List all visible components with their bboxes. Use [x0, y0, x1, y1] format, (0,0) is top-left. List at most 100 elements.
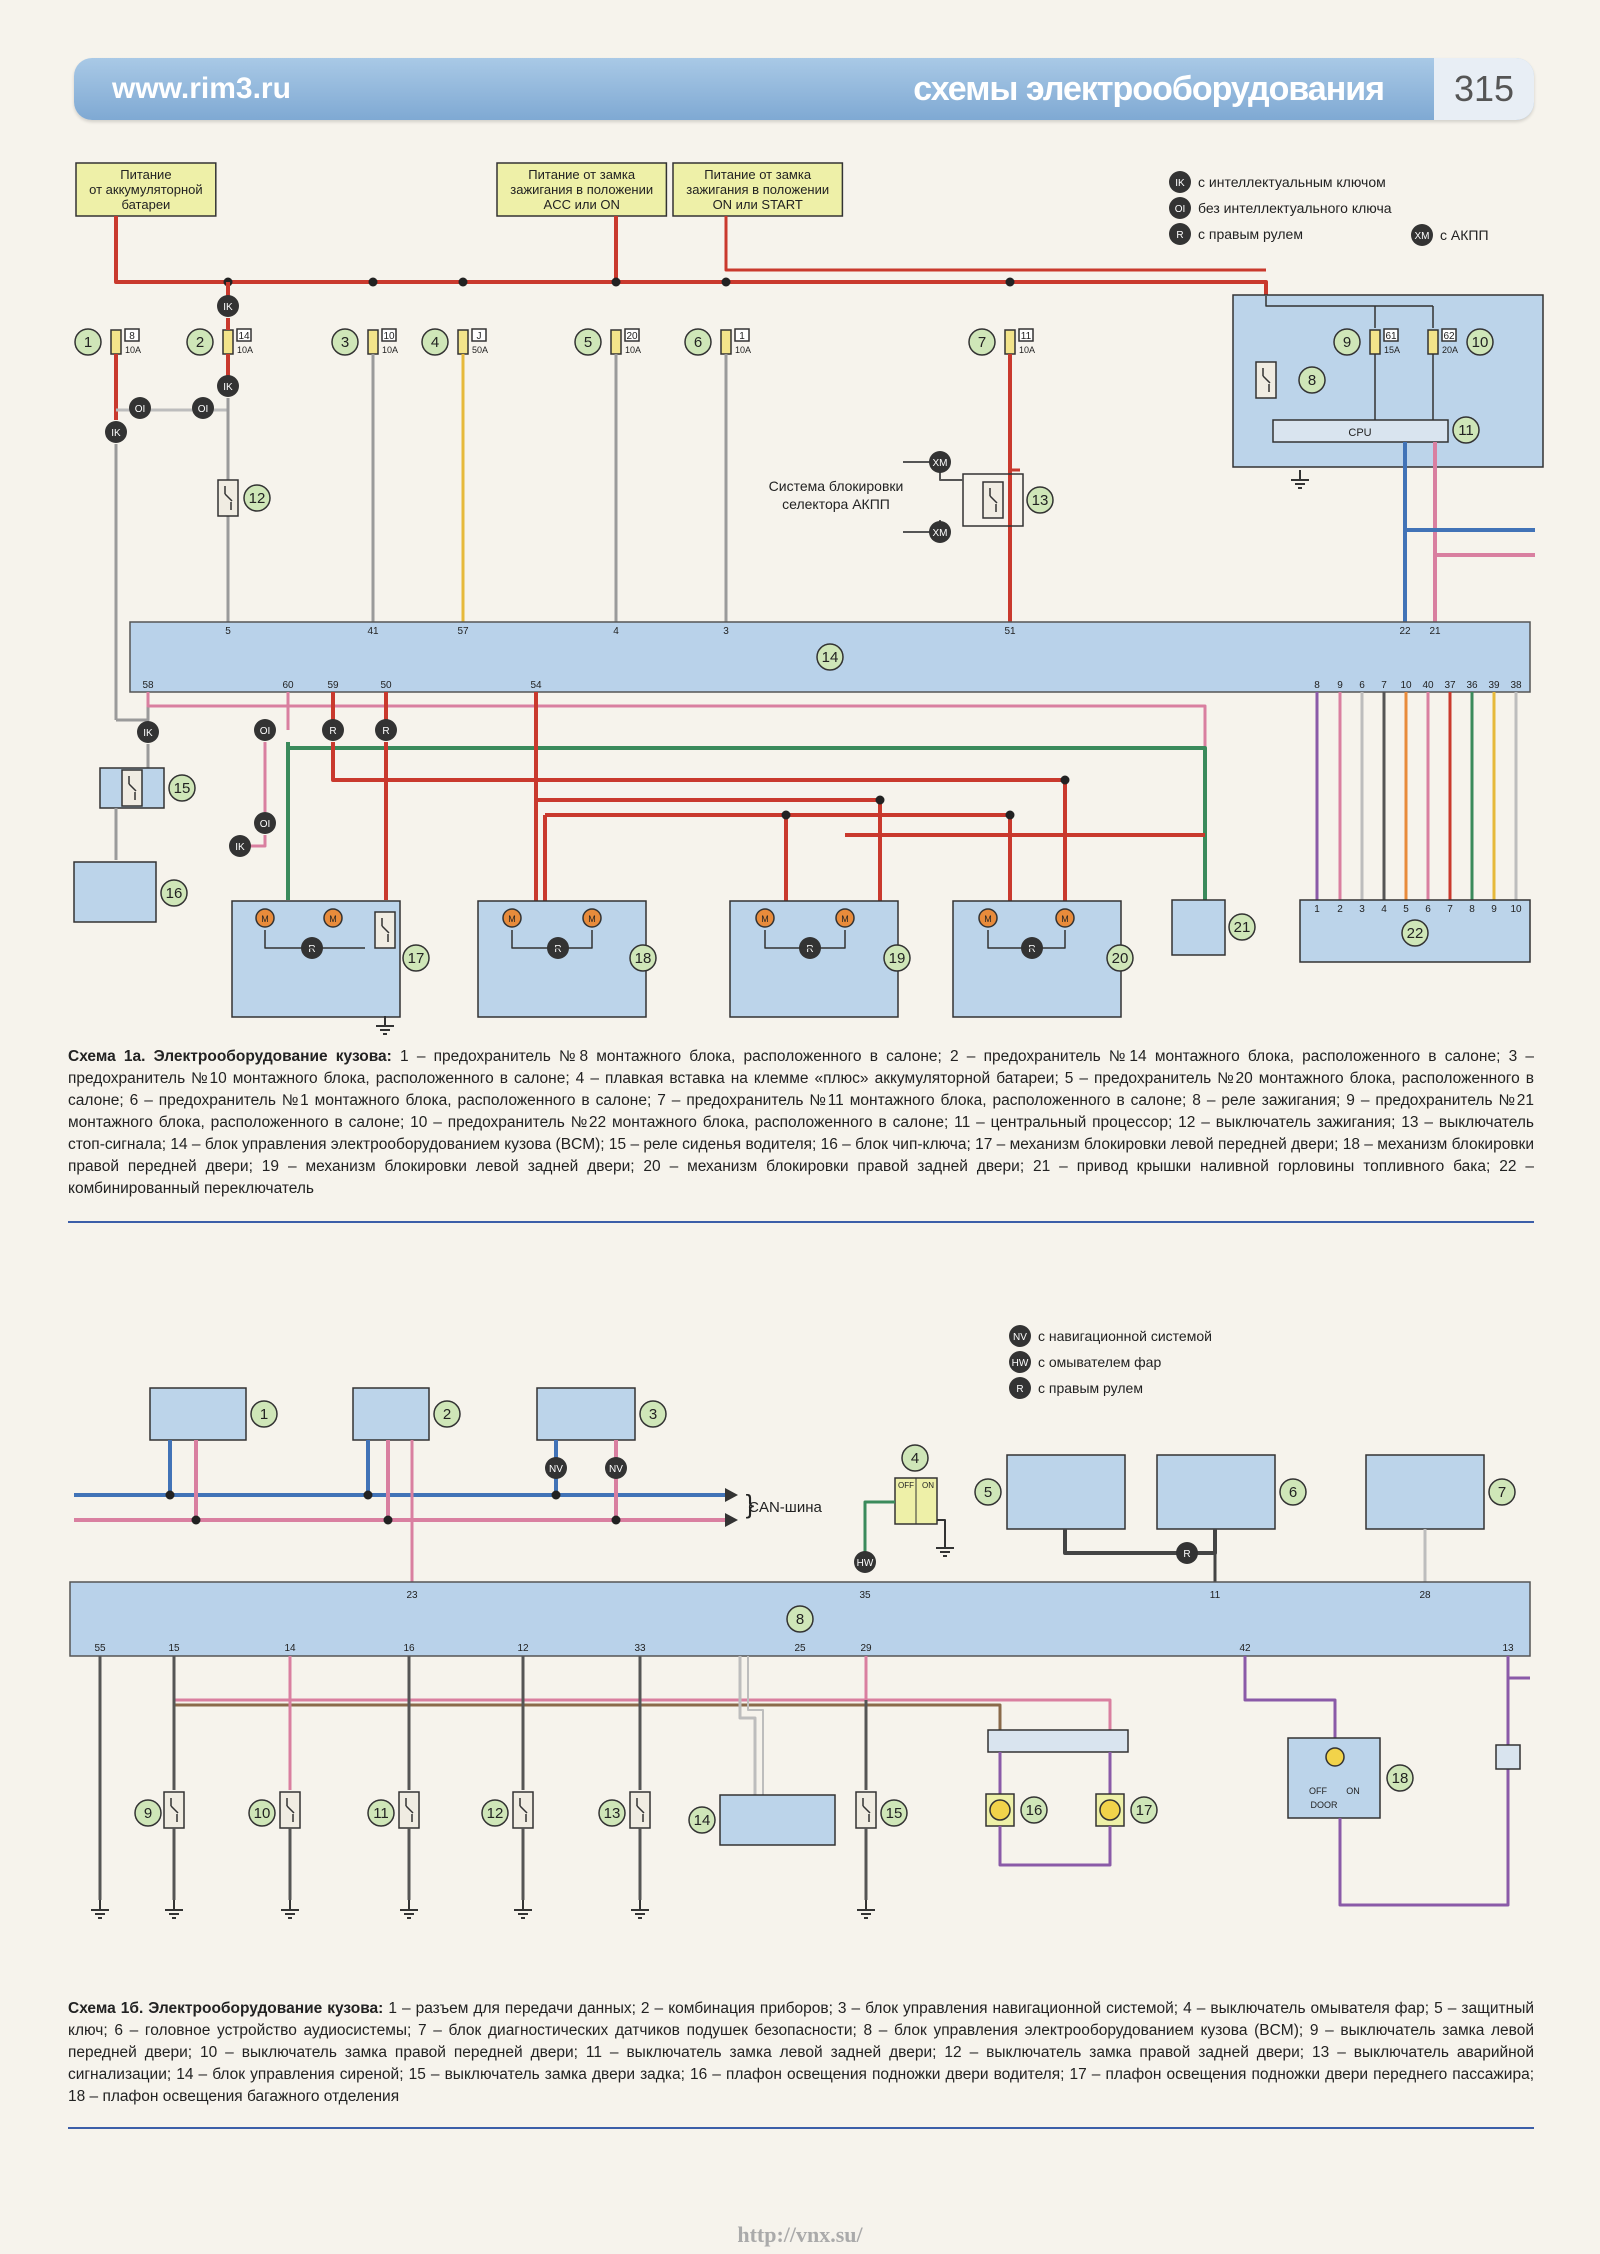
motor-label: M: [329, 914, 337, 924]
component-number: 22: [1407, 925, 1424, 942]
option-tag: HW: [857, 1558, 874, 1569]
component-number-badge: [250, 1400, 278, 1428]
component-number: 6: [1289, 1484, 1297, 1501]
power-source-acc-on-text: ACC или ON: [544, 197, 620, 212]
fuse-id-box: [471, 328, 487, 342]
legend-text: без интеллектуального ключа: [1198, 200, 1392, 216]
component-number: 8: [1308, 372, 1316, 389]
bcm-pin-number: 39: [1488, 680, 1500, 691]
power-source-battery-text: Питание: [120, 167, 171, 182]
component-number-badge: [1279, 1478, 1307, 1506]
component-number: 13: [1032, 492, 1049, 509]
wire: [998, 1826, 1112, 1867]
option-tag: R: [382, 726, 389, 737]
option-tag-badge: [1176, 1542, 1198, 1564]
wire: [174, 1698, 1112, 1730]
switch-pin-number: 6: [1425, 904, 1431, 915]
component-number-badge: [1333, 328, 1361, 356]
audio-head-unit-6: [1156, 1454, 1276, 1530]
bcm-pin-number: 29: [860, 1643, 872, 1654]
cpu-label: CPU: [1348, 427, 1371, 439]
component-number: 10: [1472, 334, 1489, 351]
caption-1a-text: 1 – предохранитель №8 монтажного блока, …: [68, 1048, 1534, 1197]
junction-dot: [363, 1490, 373, 1500]
junction-dot: [611, 277, 621, 287]
component-number: 9: [144, 1805, 152, 1822]
switch-blade: [286, 1805, 295, 1814]
component-number: 15: [886, 1805, 903, 1822]
switch-blade: [224, 493, 233, 502]
bcm-pin-number: 13: [1502, 1643, 1514, 1654]
fuse-id-box: [734, 328, 750, 342]
switch-on-label: ON: [922, 1481, 934, 1490]
option-tag-badge: [1169, 171, 1191, 193]
page-number: 315: [1434, 58, 1534, 120]
bcm-pin-number: 7: [1381, 680, 1387, 691]
bcm-pin-number: 12: [517, 1643, 529, 1654]
motor-label: M: [508, 914, 516, 924]
fuse-rating: 15A: [1384, 345, 1400, 355]
switch-blade: [989, 495, 998, 504]
stop-switch-frame: [962, 473, 1024, 527]
option-tag: IK: [223, 382, 233, 393]
start-feed: [724, 216, 1266, 272]
option-tag-badge: [929, 451, 951, 473]
atlock-label: Система блокировки: [769, 478, 904, 494]
component-number: 9: [1343, 334, 1351, 351]
switch-blade: [170, 1805, 179, 1814]
bcm-pin-number: 57: [457, 626, 469, 637]
component-number-badge: [816, 643, 844, 671]
atlock-label: селектора АКПП: [782, 496, 890, 512]
airbag-diagnostic-unit-7: [1365, 1454, 1485, 1530]
switch-pin-number: 4: [1381, 904, 1387, 915]
option-tag: OI: [1175, 204, 1186, 215]
component-number: 7: [978, 334, 986, 351]
option-tag: R: [1016, 1384, 1023, 1395]
component-number: 2: [443, 1406, 451, 1423]
switch-off-label: OFF: [898, 1481, 914, 1490]
motor-symbol: [582, 908, 602, 928]
fuse-rating: 10A: [237, 345, 253, 355]
component-number: 13: [604, 1805, 621, 1822]
component-number: 17: [408, 950, 425, 967]
fuse-id: 10: [383, 331, 395, 342]
component-number-badge: [1452, 416, 1480, 444]
caption-1b-text: 1 – разъем для передачи данных; 2 – комб…: [68, 2000, 1534, 2105]
component-number-badge: [883, 944, 911, 972]
component-number-badge: [1130, 1796, 1158, 1824]
option-tag-badge: [217, 375, 239, 397]
bcm-pin-number: 6: [1359, 680, 1365, 691]
component-number: 14: [694, 1812, 711, 1829]
option-tag-badge: [605, 1457, 627, 1479]
actuator-wire: [264, 930, 365, 949]
fuse-id: 1: [739, 331, 745, 342]
switch-blade: [862, 1805, 871, 1814]
option-tag: OI: [198, 404, 209, 415]
option-tag: IK: [1175, 178, 1185, 189]
option-tag: R: [554, 944, 561, 955]
fuse-id: 8: [129, 331, 135, 342]
component-number-badge: [629, 944, 657, 972]
component-number: 3: [341, 334, 349, 351]
switch-blade: [519, 1805, 528, 1814]
wire: [1063, 1529, 1217, 1555]
component-number: 5: [584, 334, 592, 351]
component-number-badge: [598, 1799, 626, 1827]
fuse-rating: 10A: [125, 345, 141, 355]
bcm-pin-number: 14: [284, 1643, 296, 1654]
component-number: 7: [1498, 1484, 1506, 1501]
switch-blade: [1262, 375, 1271, 384]
bcm-pin-number: 35: [859, 1590, 871, 1601]
bcm-pin-number: 11: [1210, 1590, 1221, 1601]
power-source-on-start-text: Питание от замка: [704, 167, 812, 182]
option-tag-badge: [1009, 1377, 1031, 1399]
component-number: 4: [431, 334, 439, 351]
junction-dot: [1005, 810, 1015, 820]
component-number: 11: [1458, 422, 1474, 439]
power-source-battery-text: батареи: [121, 197, 170, 212]
component-number: 4: [911, 1450, 919, 1467]
option-tag-badge: [129, 397, 151, 419]
lamp-on-label: ON: [1346, 1786, 1360, 1796]
component-number: 2: [196, 334, 204, 351]
